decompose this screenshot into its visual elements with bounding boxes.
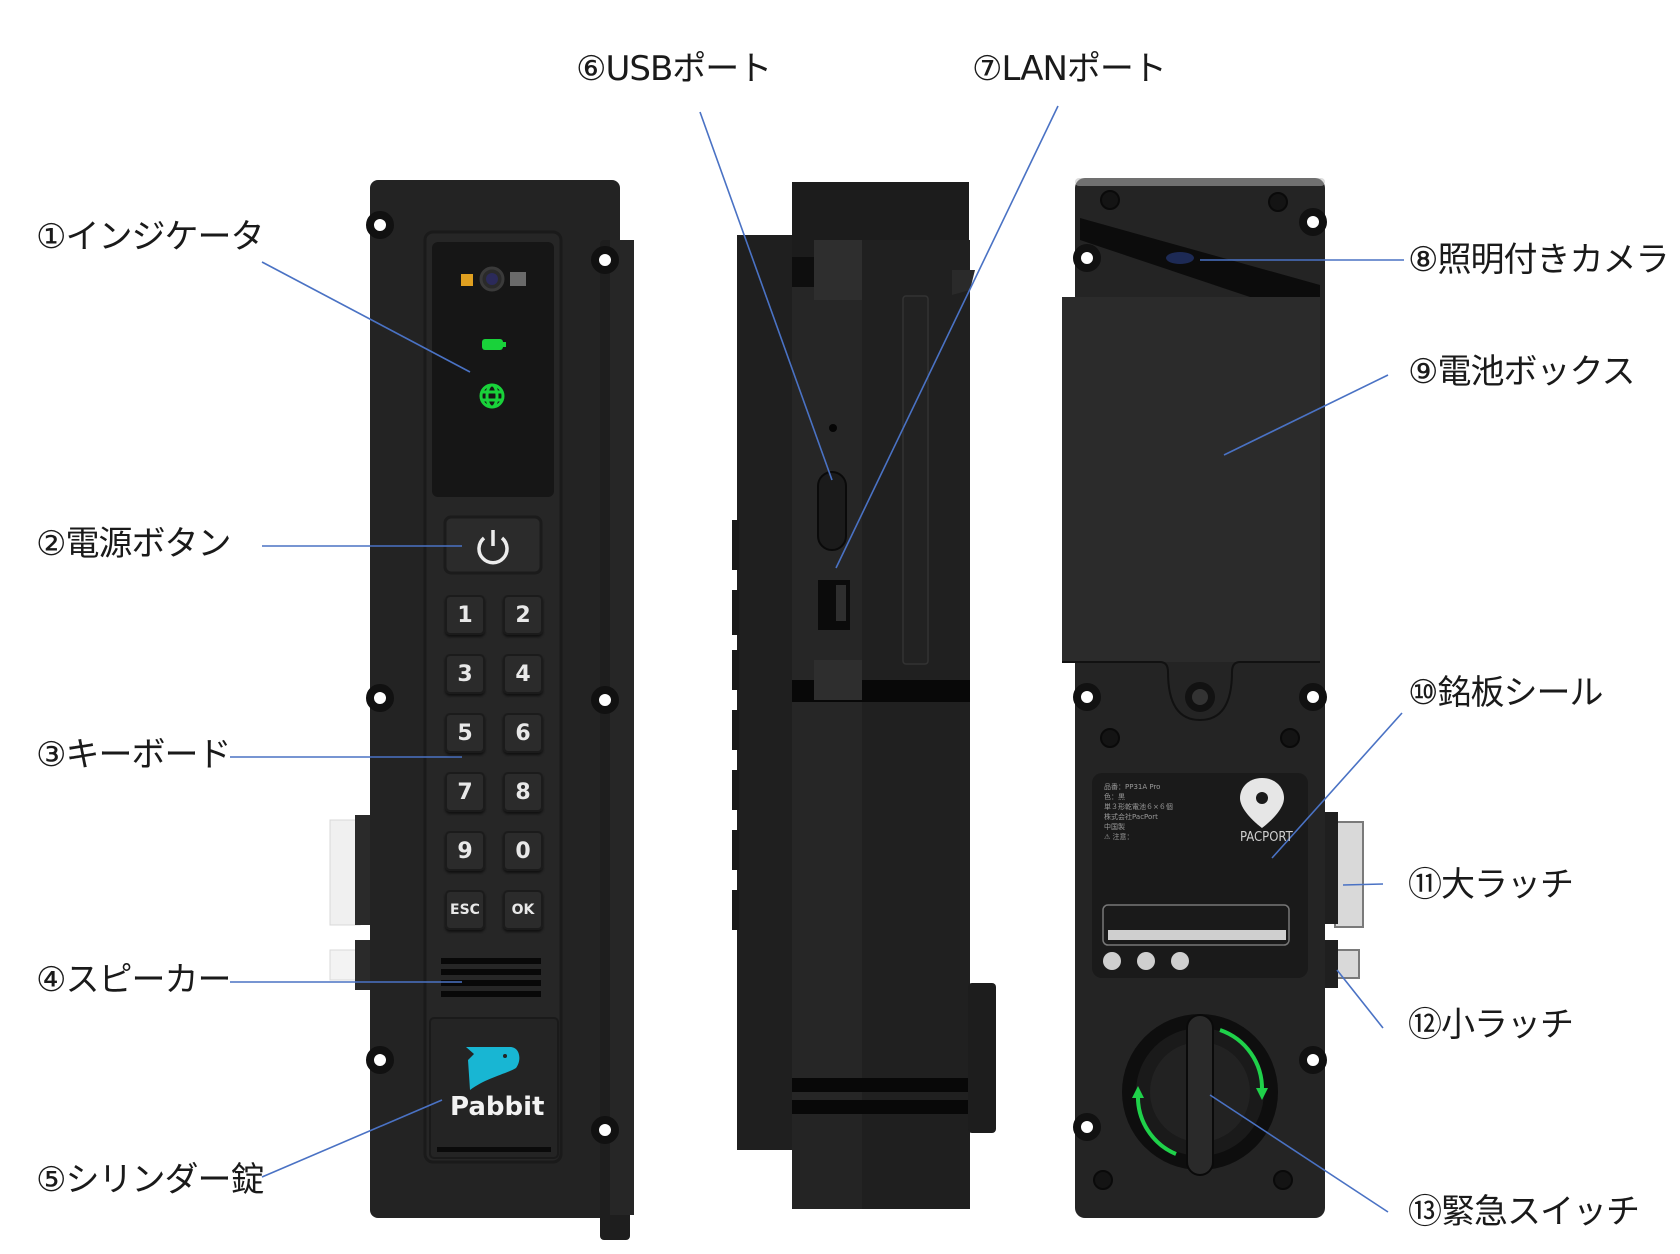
callout-label-small-latch: ⑫小ラッチ — [1408, 1005, 1574, 1045]
key-ok[interactable]: OK — [503, 890, 543, 930]
large-latch — [1334, 821, 1364, 928]
key-4[interactable]: 4 — [503, 654, 543, 694]
emergency-switch-knob[interactable] — [1186, 1014, 1214, 1176]
callout-label-usb-port: ⑥USBポート — [576, 49, 772, 89]
callout-line-9 — [1223, 374, 1389, 456]
indicator-amber-led — [461, 274, 473, 286]
back-view — [1062, 178, 1364, 1218]
callout-line-1 — [261, 261, 471, 373]
camera-lens-icon — [1166, 252, 1194, 264]
callout-label-battery-box: ⑨電池ボックス — [1408, 352, 1635, 392]
pabbit-logo-icon — [466, 1047, 520, 1090]
callout-line-6 — [699, 111, 833, 481]
key-7[interactable]: 7 — [445, 772, 485, 812]
callout-label-lan-port: ⑦LANポート — [972, 49, 1167, 89]
indicator-panel — [432, 242, 554, 497]
camera-bar — [1080, 218, 1320, 297]
name-plate — [1092, 773, 1308, 978]
mount-holes-back — [1073, 208, 1327, 1141]
usb-port-cover[interactable] — [817, 471, 847, 551]
callout-line-13 — [1209, 1094, 1389, 1213]
front-view — [329, 180, 634, 1240]
key-esc[interactable]: ESC — [445, 890, 485, 930]
callout-line-7 — [835, 105, 1059, 569]
power-icon — [477, 530, 509, 565]
cylinder-lock-cover — [429, 1017, 559, 1159]
callout-line-12 — [1336, 969, 1384, 1029]
key-8[interactable]: 8 — [503, 772, 543, 812]
callout-line-10 — [1271, 712, 1403, 859]
key-1[interactable]: 1 — [445, 595, 485, 635]
callout-lines — [230, 105, 1404, 1213]
key-3[interactable]: 3 — [445, 654, 485, 694]
callout-label-speaker: ④スピーカー — [36, 960, 231, 1000]
callout-label-large-latch: ⑪大ラッチ — [1408, 865, 1574, 905]
side-view — [732, 182, 996, 1209]
network-globe-icon — [479, 383, 505, 409]
callout-line-11 — [1342, 883, 1384, 886]
callout-label-cylinder-lock: ⑤シリンダー錠 — [36, 1160, 264, 1200]
side-latch-housing — [968, 983, 996, 1133]
callout-label-indicator: ①インジケータ — [36, 217, 264, 257]
battery-led-icon — [482, 339, 503, 350]
callout-label-name-plate: ⑩銘板シール — [1408, 673, 1603, 713]
callout-label-emergency-switch: ⑬緊急スイッチ — [1408, 1192, 1640, 1232]
speaker-grille — [441, 958, 541, 997]
pabbit-brand-text: Pabbit — [450, 1092, 545, 1122]
callout-line-5 — [261, 1099, 443, 1178]
barcode — [1108, 930, 1286, 940]
emergency-switch[interactable] — [1122, 1014, 1278, 1176]
callout-label-keyboard: ③キーボード — [36, 735, 231, 775]
key-5[interactable]: 5 — [445, 713, 485, 753]
side-reset-hole — [829, 424, 837, 432]
callout-label-camera: ⑧照明付きカメラ — [1408, 240, 1669, 280]
mount-holes-front — [366, 211, 619, 1144]
small-latch — [1334, 949, 1360, 979]
battery-box — [1062, 297, 1320, 662]
name-plate-text: 品番：PP31A Pro 色：黒 単３形乾電池６×６個 株式会社PacPort … — [1104, 783, 1173, 841]
key-9[interactable]: 9 — [445, 831, 485, 871]
pacport-logo-text: PACPORT — [1240, 830, 1293, 845]
key-6[interactable]: 6 — [503, 713, 543, 753]
key-2[interactable]: 2 — [503, 595, 543, 635]
callout-label-power-button: ②電源ボタン — [36, 524, 231, 564]
key-0[interactable]: 0 — [503, 831, 543, 871]
